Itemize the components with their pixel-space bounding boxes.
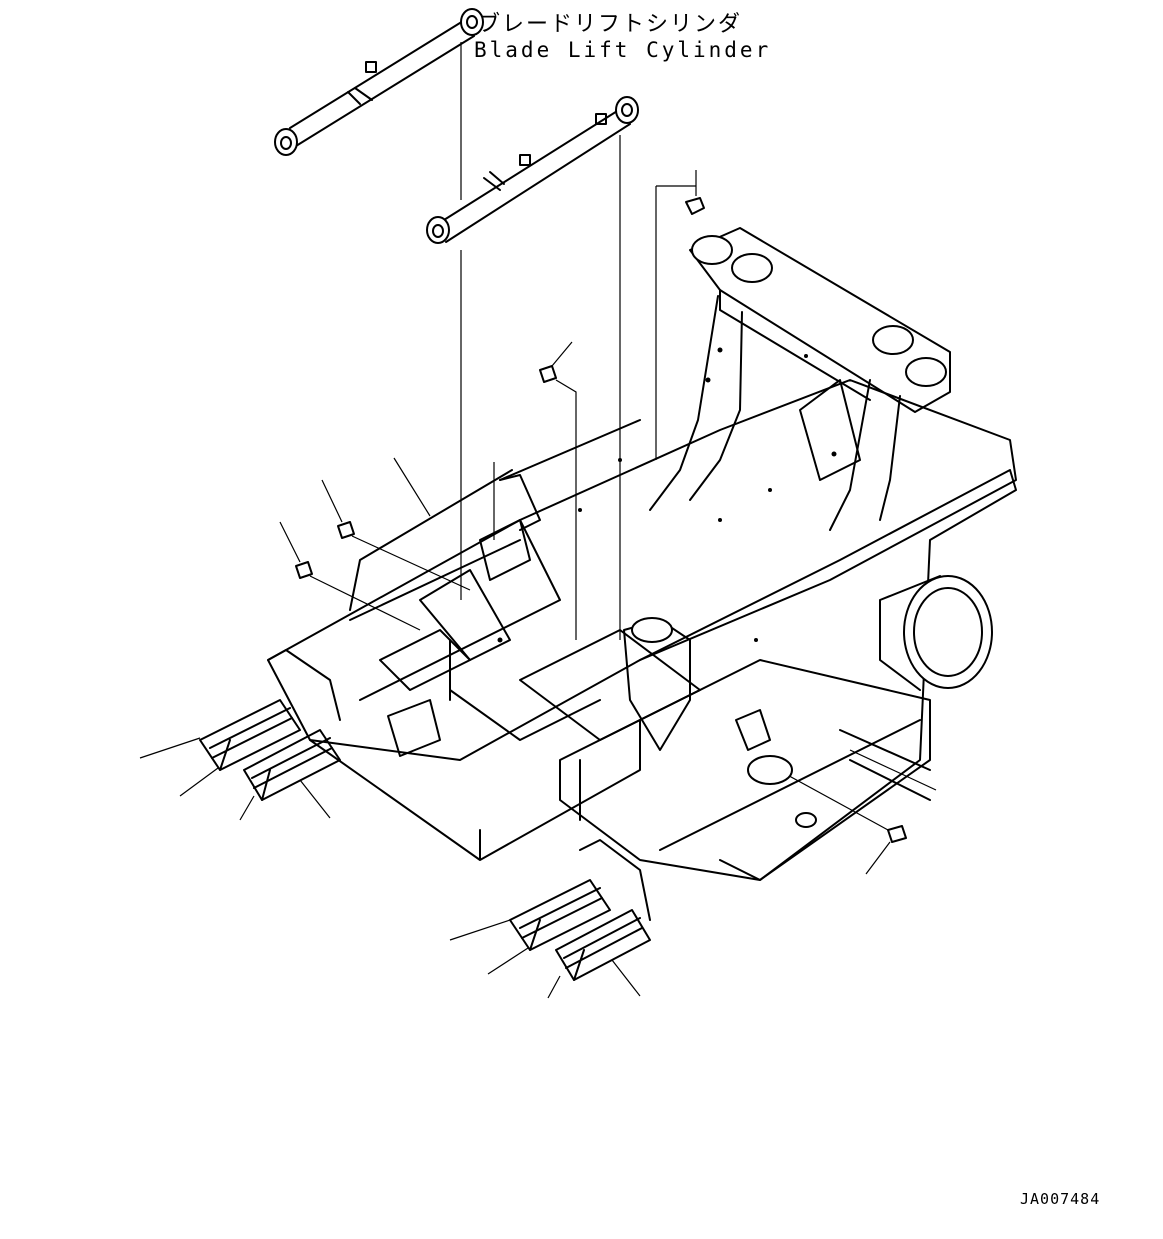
right-leader <box>849 749 937 791</box>
fittings <box>279 170 907 875</box>
main-frame <box>267 379 1017 881</box>
blade-lift-cylinder-2 <box>426 96 639 244</box>
blade-lift-cylinder-label-en: Blade Lift Cylinder <box>474 38 772 62</box>
right-track-ends <box>449 839 651 999</box>
left-track-ends <box>139 649 341 821</box>
blade-lift-cylinder-label-jp: ブレードリフトシリンダ <box>478 12 743 37</box>
drawing-id: JA007484 <box>1020 1190 1101 1208</box>
front-cross-frame <box>649 227 951 531</box>
cylinder-leader-lines <box>460 42 621 640</box>
blade-lift-cylinder-1 <box>274 8 484 156</box>
